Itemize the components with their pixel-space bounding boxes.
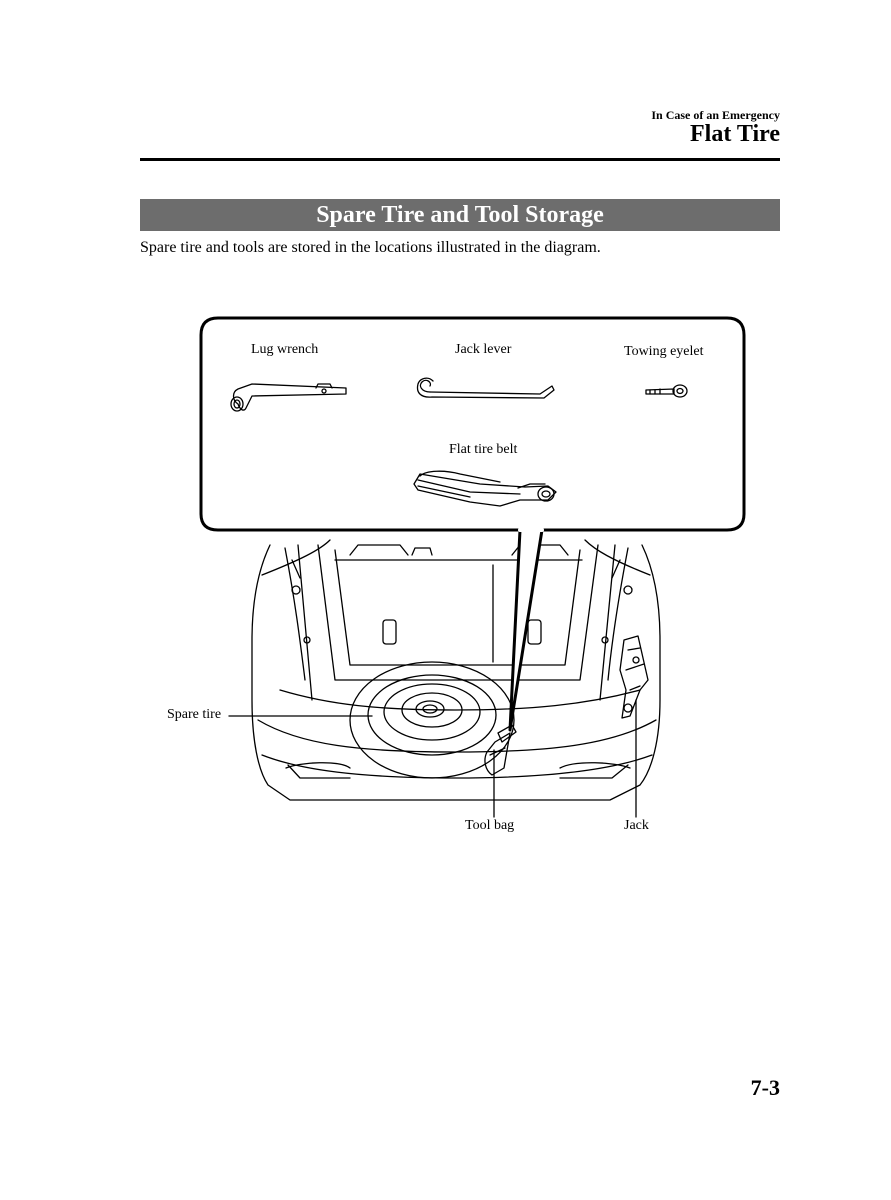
header-rule: [140, 158, 780, 161]
jack-lever-label: Jack lever: [455, 342, 512, 357]
callout-box: [199, 316, 746, 732]
towing-eyelet-icon: [645, 384, 688, 398]
intro-text: Spare tire and tools are stored in the l…: [140, 239, 601, 256]
lug-wrench-icon: [230, 383, 347, 412]
jack-label: Jack: [624, 818, 649, 833]
towing-eyelet-label: Towing eyelet: [624, 344, 704, 359]
section-heading: Spare Tire and Tool Storage: [140, 199, 780, 231]
page-number: 7-3: [750, 1075, 780, 1100]
flat-tire-belt-icon: [413, 470, 557, 507]
section-header: In Case of an Emergency: [651, 108, 780, 122]
jack-illustration: [619, 635, 649, 719]
jack-lever-icon: [416, 377, 555, 399]
car-rear-illustration: [251, 539, 661, 801]
tool-bag-label: Tool bag: [465, 818, 515, 833]
flat-tire-belt-label: Flat tire belt: [449, 442, 518, 457]
page-title: Flat Tire: [690, 121, 780, 147]
lug-wrench-label: Lug wrench: [251, 342, 319, 357]
tool-bag-illustration: [484, 724, 517, 776]
spare-tire-label: Spare tire: [167, 707, 222, 722]
spare-tire-illustration: [349, 661, 515, 779]
